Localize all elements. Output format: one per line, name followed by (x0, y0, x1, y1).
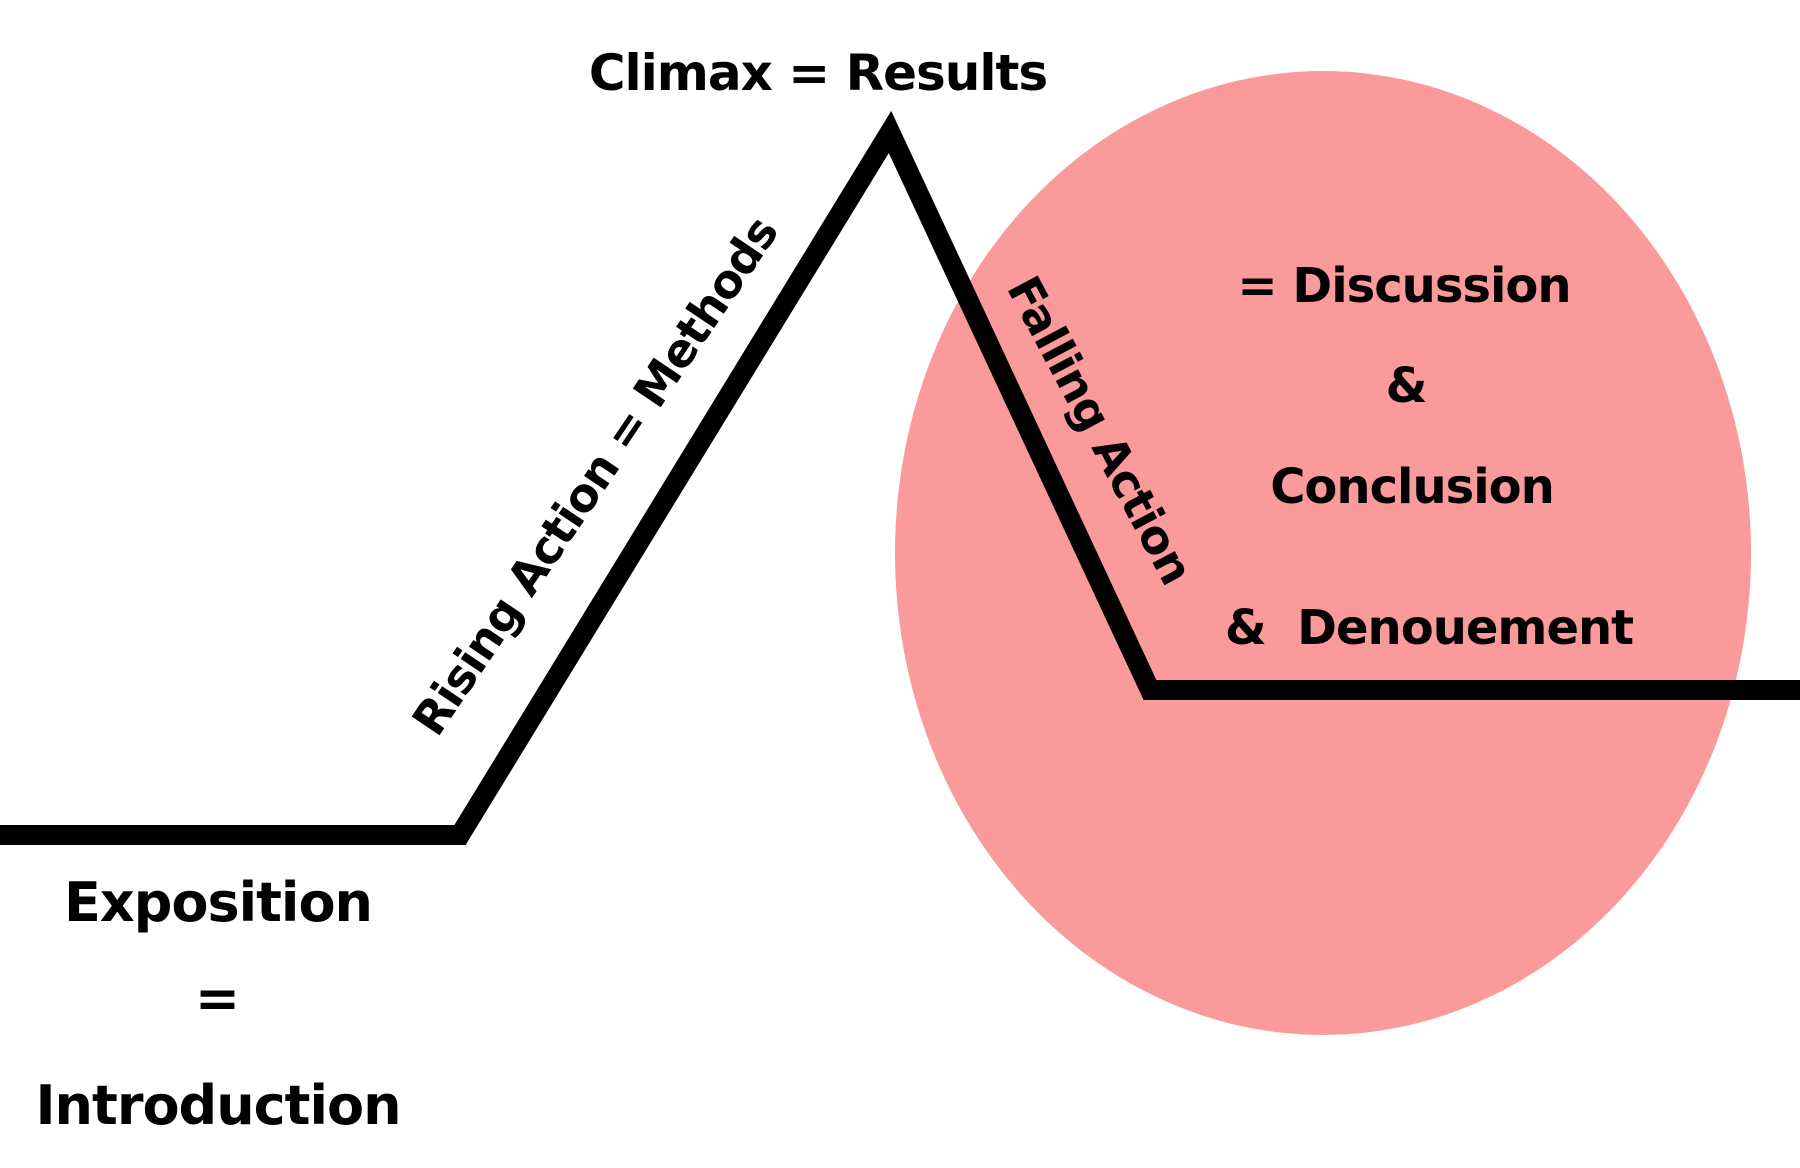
denouement-label: & Denouement (1224, 600, 1634, 656)
conclusion-label: Conclusion (1270, 459, 1555, 515)
equals-sign: = (194, 967, 240, 1030)
ampersand-icon: & (1385, 358, 1428, 414)
exposition-label: Exposition (64, 871, 373, 934)
highlight-circle (895, 71, 1751, 1035)
story-arc-line (0, 110, 1800, 845)
climax-label: Climax = Results (588, 44, 1048, 102)
introduction-label: Introduction (35, 1074, 401, 1137)
discussion-label: = Discussion (1237, 258, 1571, 314)
